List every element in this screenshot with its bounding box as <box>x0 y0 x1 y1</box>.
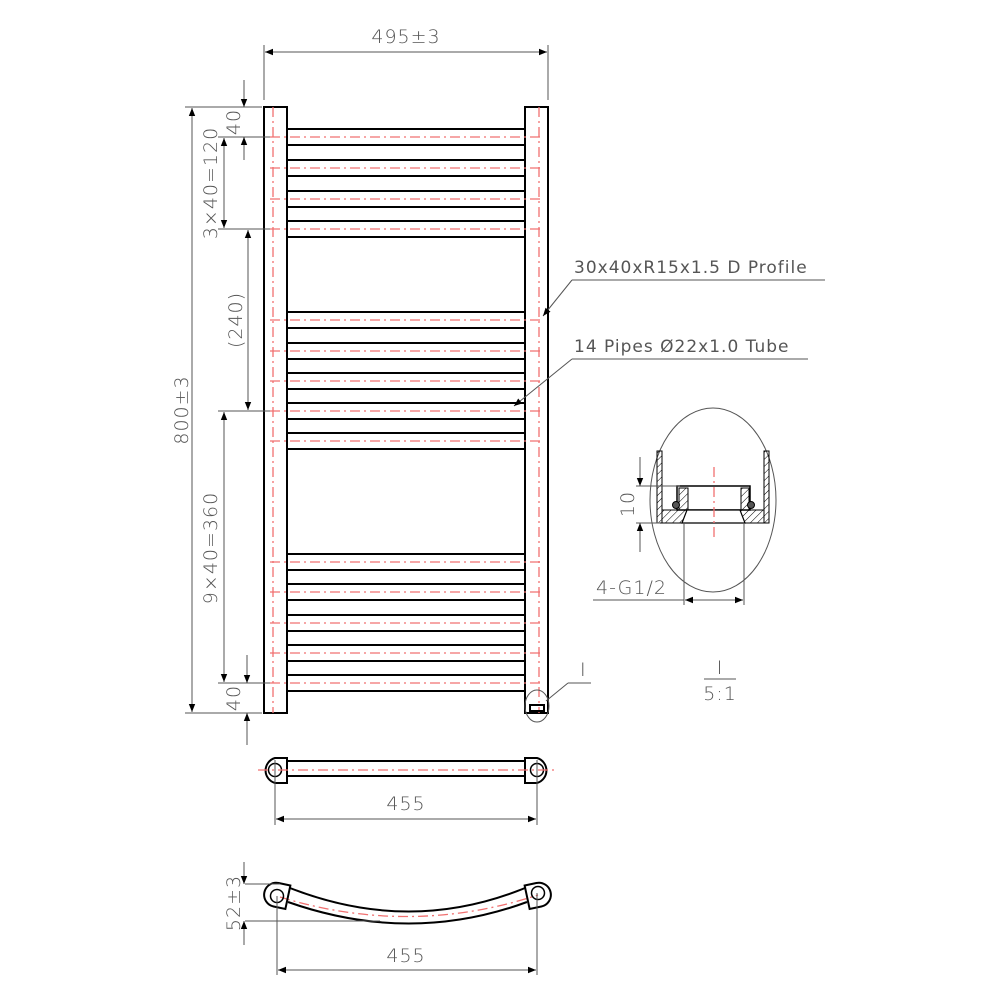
profile-callout: 30x40xR15x1.5 D Profile <box>574 258 808 278</box>
top-offset-label: 40 <box>223 109 245 135</box>
pipes-callout: 14 Pipes Ø22x1.0 Tube <box>574 337 790 357</box>
top-view-curved <box>240 862 552 975</box>
detail-scale-label: 5:1 <box>703 683 737 705</box>
tubes <box>270 128 542 692</box>
straight-width-label: 455 <box>386 793 425 815</box>
right-rail <box>524 106 549 714</box>
callout-leaders <box>513 279 825 723</box>
bottom-group-label: 9×40=360 <box>200 492 222 604</box>
thread-label: 4-G1/2 <box>596 577 667 599</box>
left-rail <box>263 106 288 714</box>
width-label: 495±3 <box>371 26 440 48</box>
top-group-label: 3×40=120 <box>200 127 222 239</box>
bottom-offset-label: 40 <box>223 685 245 711</box>
detail-view-label: I <box>717 657 724 679</box>
stacked-dimensions <box>218 80 270 745</box>
detail-height-label: 10 <box>617 491 639 517</box>
width-dimension <box>263 45 549 100</box>
curved-depth-label: 52±3 <box>223 875 245 931</box>
curved-width-label: 455 <box>386 945 425 967</box>
detail-view <box>593 407 777 680</box>
detail-marker: I <box>580 659 587 681</box>
height-label: 800±3 <box>171 375 193 444</box>
top-view-straight <box>258 757 558 825</box>
gap-label: (240) <box>225 292 247 348</box>
